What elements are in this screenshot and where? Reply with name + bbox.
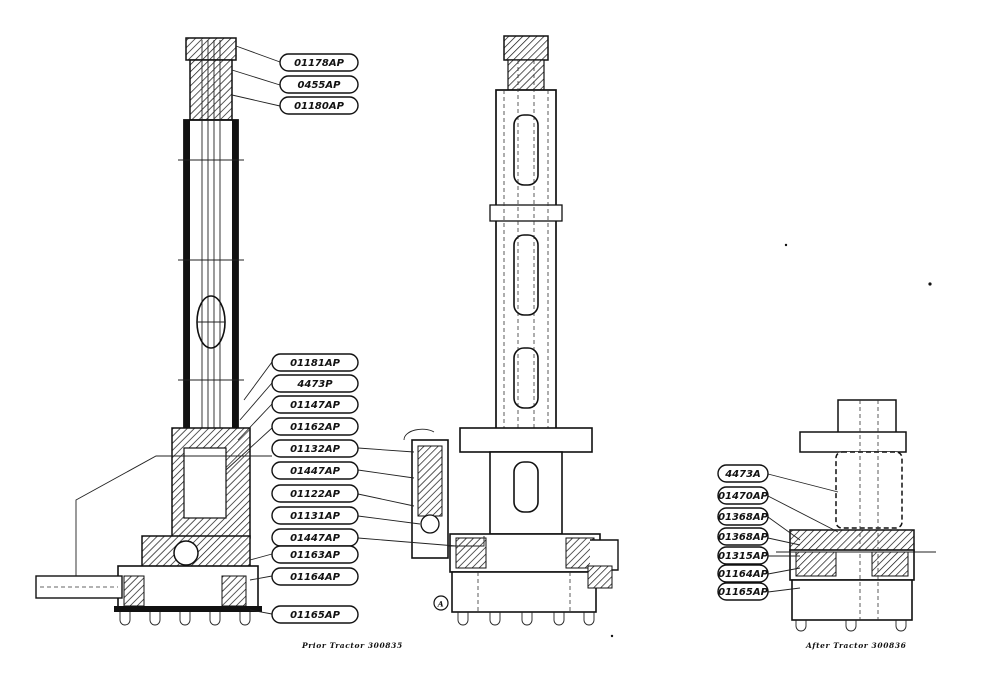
- callout-label: 01122AP: [290, 489, 341, 500]
- callout-label: 4473A: [724, 469, 761, 480]
- callout-mid-7: 01122AP: [271, 484, 359, 503]
- callout-right-4: 01368AP: [717, 527, 769, 546]
- callout-mid-11: 01164AP: [271, 567, 359, 586]
- callout-label: 01165AP: [718, 587, 769, 598]
- callout-mid-3: 01147AP: [271, 395, 359, 414]
- callout-label: 01147AP: [290, 400, 341, 411]
- callout-mid-1: 01181AP: [271, 353, 359, 372]
- left-section-view: [35, 37, 272, 626]
- view-marker-label: A: [437, 600, 444, 609]
- callout-right-6: 01164AP: [717, 564, 769, 583]
- callout-mid-12: 01165AP: [271, 605, 359, 624]
- callout-right-5: 01315AP: [717, 546, 769, 565]
- callout-label: 01368AP: [718, 532, 769, 543]
- left-bolt-row: [119, 612, 251, 626]
- callout-left-1: 01178AP: [279, 53, 359, 72]
- callout-label: 01447AP: [290, 533, 341, 544]
- callout-mid-10: 01163AP: [271, 545, 359, 564]
- callout-left-3: 01180AP: [279, 96, 359, 115]
- callout-label: 01164AP: [718, 569, 769, 580]
- callout-mid-6: 01447AP: [271, 461, 359, 480]
- caption-after: After Tractor 300836: [805, 641, 907, 650]
- caption-prior: Prior Tractor 300835: [301, 641, 403, 650]
- callout-label: 01368AP: [718, 512, 769, 523]
- callout-label: 01181AP: [290, 358, 341, 369]
- middle-bolt-row: [457, 612, 595, 626]
- callout-label: 01165AP: [290, 610, 341, 621]
- callout-label: 01132AP: [290, 444, 341, 455]
- leader-lines: [225, 45, 839, 615]
- callout-left-2: 0455AP: [279, 75, 359, 94]
- callout-label: 01178AP: [294, 58, 345, 69]
- callout-mid-2: 4473P: [271, 374, 359, 393]
- callout-right-1: 4473A: [717, 464, 769, 483]
- callout-right-2: 01470AP: [717, 486, 769, 505]
- callout-mid-5: 01132AP: [271, 439, 359, 458]
- callout-right-3: 01368AP: [717, 507, 769, 526]
- callout-mid-4: 01162AP: [271, 417, 359, 436]
- right-view: [776, 399, 936, 632]
- callout-right-7: 01165AP: [717, 582, 769, 601]
- callout-label: 01447AP: [290, 466, 341, 477]
- callout-label: 01180AP: [294, 101, 345, 112]
- callout-label: 4473P: [296, 379, 333, 390]
- callout-label: 0455AP: [298, 80, 342, 91]
- callout-label: 01315AP: [718, 551, 769, 562]
- callout-mid-9: 01447AP: [271, 528, 359, 547]
- middle-view: [403, 35, 619, 626]
- callout-label: 01131AP: [290, 511, 341, 522]
- callout-label: 01163AP: [290, 550, 341, 561]
- callout-mid-8: 01131AP: [271, 506, 359, 525]
- callout-label: 01164AP: [290, 572, 341, 583]
- callout-label: 01162AP: [290, 422, 341, 433]
- view-marker: A: [433, 595, 449, 611]
- right-bolt-row: [795, 620, 907, 632]
- callout-label: 01470AP: [718, 491, 769, 502]
